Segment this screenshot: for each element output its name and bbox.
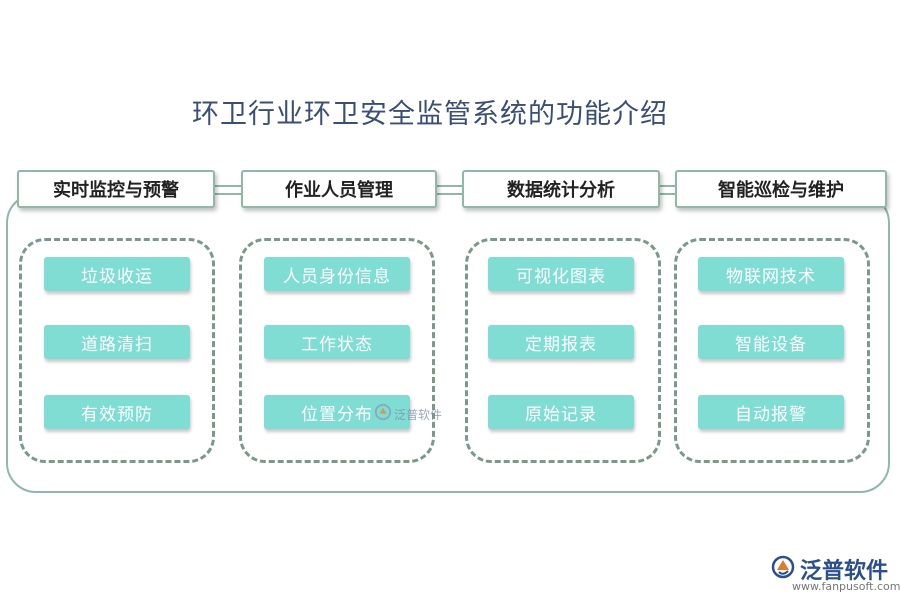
fanpu-logo-icon: [770, 554, 796, 584]
brand-name: 泛普软件: [800, 559, 889, 584]
fanpu-logo-icon: [374, 403, 392, 425]
brand-url: www.fanpusoft.com: [792, 580, 900, 593]
watermark: 泛普软件: [374, 403, 442, 425]
feature-item: 工作状态: [264, 325, 410, 359]
category-group-statistics: [465, 238, 661, 463]
feature-item: 垃圾收运: [44, 257, 190, 291]
watermark-text: 泛普软件: [394, 407, 443, 422]
category-group-inspection: [674, 238, 870, 463]
feature-item: 自动报警: [698, 395, 844, 429]
header-connector: [658, 185, 678, 187]
header-connector: [214, 185, 244, 187]
category-group-personnel: [239, 238, 435, 463]
category-header-personnel: 作业人员管理: [241, 170, 437, 208]
page-title: 环卫行业环卫安全监管系统的功能介绍: [192, 99, 668, 130]
feature-item: 位置分布: [264, 395, 410, 429]
feature-item: 道路清扫: [44, 325, 190, 359]
header-connector: [434, 185, 464, 187]
category-header-inspection: 智能巡检与维护: [675, 170, 887, 208]
category-header-statistics: 数据统计分析: [462, 170, 660, 208]
category-header-monitoring: 实时监控与预警: [17, 170, 215, 208]
feature-item: 原始记录: [488, 395, 634, 429]
feature-item: 智能设备: [698, 325, 844, 359]
feature-item: 可视化图表: [488, 257, 634, 291]
feature-item: 人员身份信息: [264, 257, 410, 291]
brand-logo: 泛普软件: [770, 553, 888, 585]
feature-item: 有效预防: [44, 395, 190, 429]
feature-item: 定期报表: [488, 325, 634, 359]
feature-item: 物联网技术: [698, 257, 844, 291]
category-group-monitoring: [19, 238, 215, 463]
